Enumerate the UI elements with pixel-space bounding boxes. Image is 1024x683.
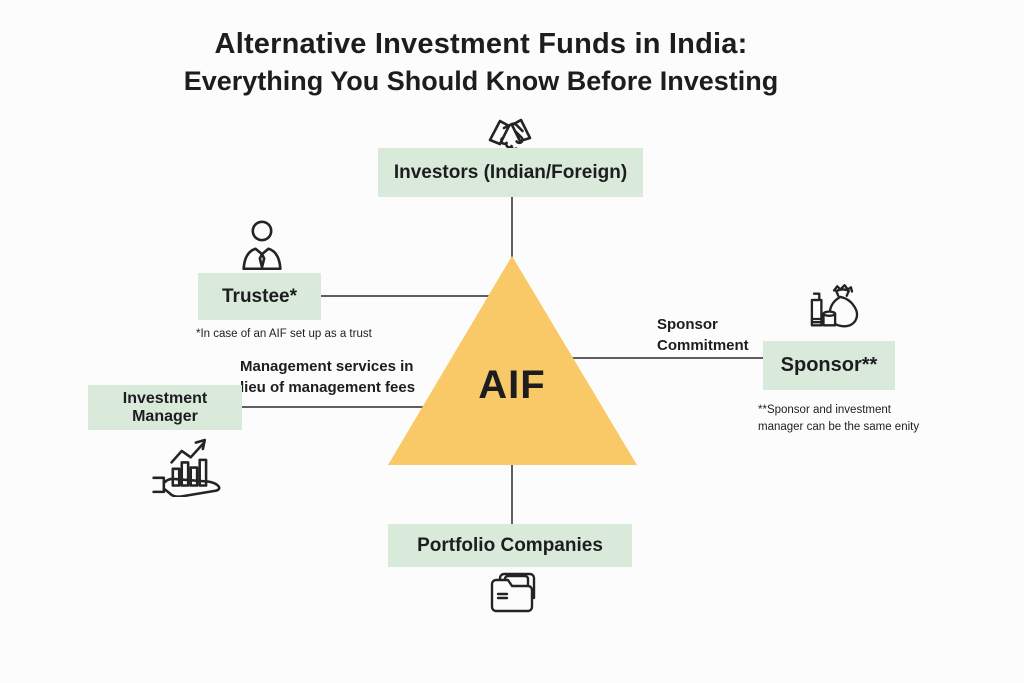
investment-manager-box: Investment Manager (88, 385, 242, 430)
trustee-label: Trustee* (222, 285, 297, 307)
sponsor-footnote: **Sponsor and investment manager can be … (758, 404, 920, 433)
investors-box: Investors (Indian/Foreign) (378, 148, 643, 197)
title-line-1: Alternative Investment Funds in India: (214, 28, 748, 60)
page-title: Alternative Investment Funds in India: E… (0, 28, 962, 97)
portfolio-companies-label: Portfolio Companies (417, 534, 603, 556)
open-folder-icon (486, 570, 542, 616)
sponsor-box: Sponsor** (763, 341, 895, 390)
title-line-2: Everything You Should Know Before Invest… (183, 66, 779, 96)
aif-triangle-label: AIF (478, 363, 546, 407)
portfolio-companies-box: Portfolio Companies (388, 524, 632, 567)
sponsor-label: Sponsor** (780, 354, 878, 376)
aif-triangle (388, 256, 637, 465)
money-bag-icon (802, 281, 864, 338)
growth-chart-hand-icon (150, 433, 234, 497)
businessman-icon (236, 218, 288, 272)
investors-label: Investors (Indian/Foreign) (393, 161, 628, 183)
investment-manager-label: Investment Manager (122, 389, 208, 425)
trustee-box: Trustee* (198, 273, 321, 320)
handshake-icon (474, 106, 546, 156)
trustee-footnote: *In case of an AIF set up as a trust (196, 328, 372, 340)
sponsor-commitment-label: Sponsor Commitment (657, 316, 749, 354)
management-services-label: Management services in lieu of managemen… (240, 358, 416, 396)
